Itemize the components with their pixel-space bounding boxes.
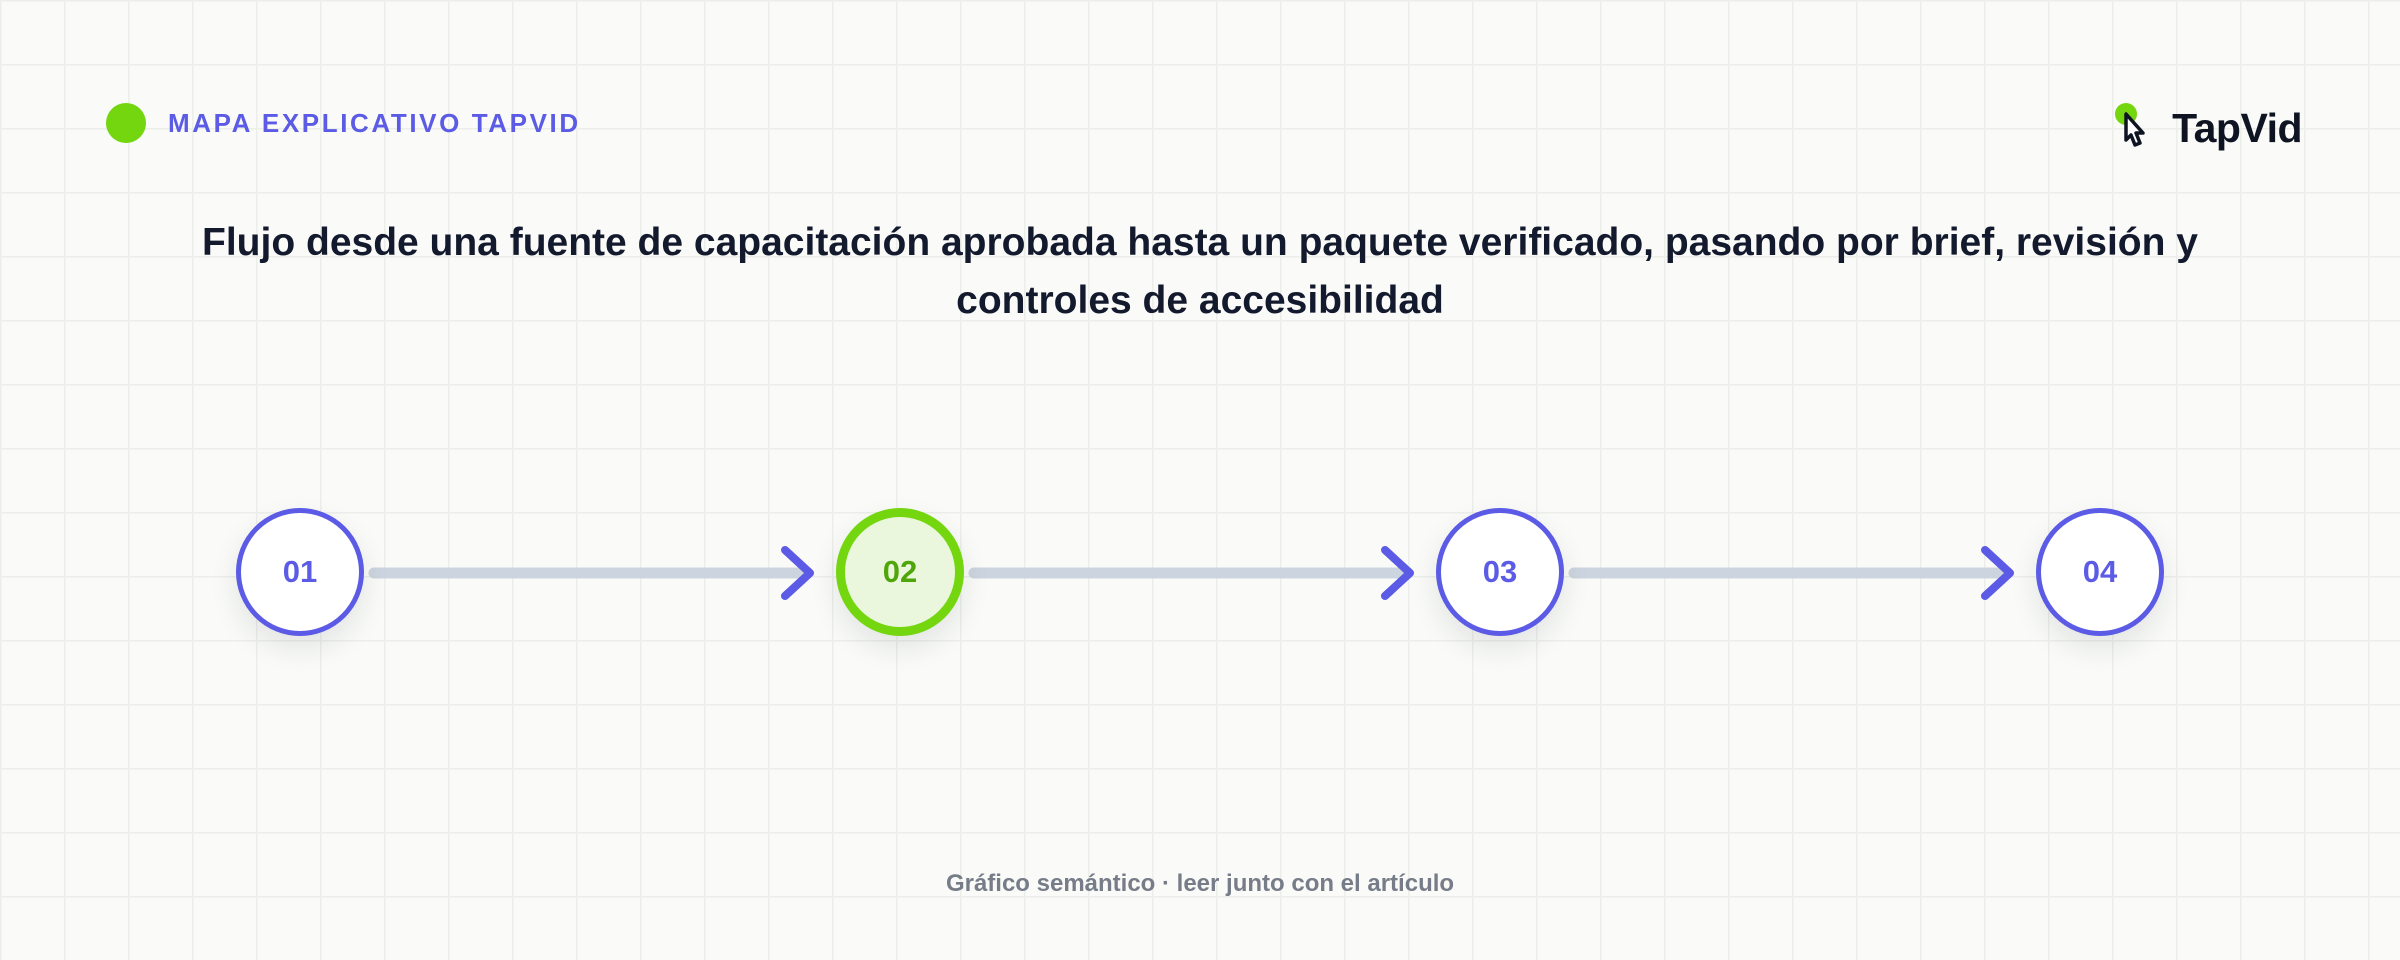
page-title: Flujo desde una fuente de capacitación a… — [202, 221, 2198, 322]
eyebrow-label: MAPA EXPLICATIVO TAPVID — [168, 107, 581, 138]
eyebrow: MAPA EXPLICATIVO TAPVID — [106, 103, 581, 143]
brand-name: TapVid — [2172, 104, 2302, 151]
tap-hand-icon — [2115, 103, 2145, 147]
brand-logo: TapVid — [2112, 100, 2302, 156]
arrow-right-icon — [1981, 546, 2014, 600]
status-dot-icon — [106, 103, 146, 143]
step-node-02-active: 02 — [836, 508, 964, 636]
step-node-03: 03 — [1436, 508, 1564, 636]
step-node-01: 01 — [236, 508, 364, 636]
step-node-04: 04 — [2036, 508, 2164, 636]
arrow-right-icon — [781, 546, 814, 600]
arrow-right-icon — [1381, 546, 1414, 600]
footer-caption: Gráfico semántico · leer junto con el ar… — [945, 870, 1455, 897]
